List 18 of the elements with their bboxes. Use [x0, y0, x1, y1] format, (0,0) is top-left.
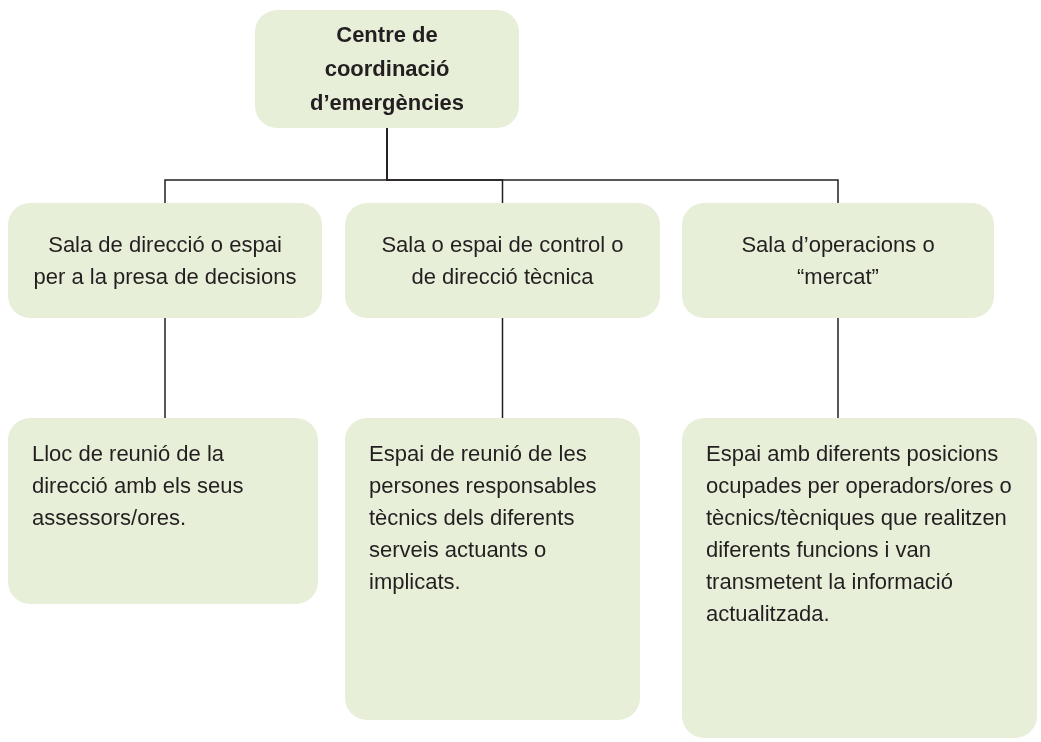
box-text: Sala d’operacions o “mercat” [740, 230, 936, 291]
connector-line [386, 127, 839, 204]
connector-line [164, 317, 166, 419]
rounded-box [345, 203, 660, 318]
box-text: Espai de reunió de les persones responsables tècnics dels diferents serveis actuants o implicats. [369, 440, 598, 596]
box-text: Espai amb diferents posicions ocupades per operadors/ores o tècnics/tècniques que realitzen diferents funcions i van transmetent la informació actualitzada. [706, 440, 1013, 628]
rounded-box [255, 10, 519, 128]
box-text: Sala de direcció o espai per a la presa de decisions [32, 230, 298, 291]
rounded-box [8, 418, 318, 604]
rounded-box [682, 203, 994, 318]
box-text: Sala o espai de control o de direcció tècnica [380, 230, 625, 291]
box-text: Lloc de reunió de la direcció amb els seus assessors/ores. [32, 440, 245, 532]
rounded-box [8, 203, 322, 318]
box-text: Centre de coordinació d’emergències [308, 21, 466, 117]
rounded-box [345, 418, 640, 720]
rounded-box [682, 418, 1037, 738]
connector-line [837, 317, 839, 419]
connector-line [501, 317, 504, 419]
